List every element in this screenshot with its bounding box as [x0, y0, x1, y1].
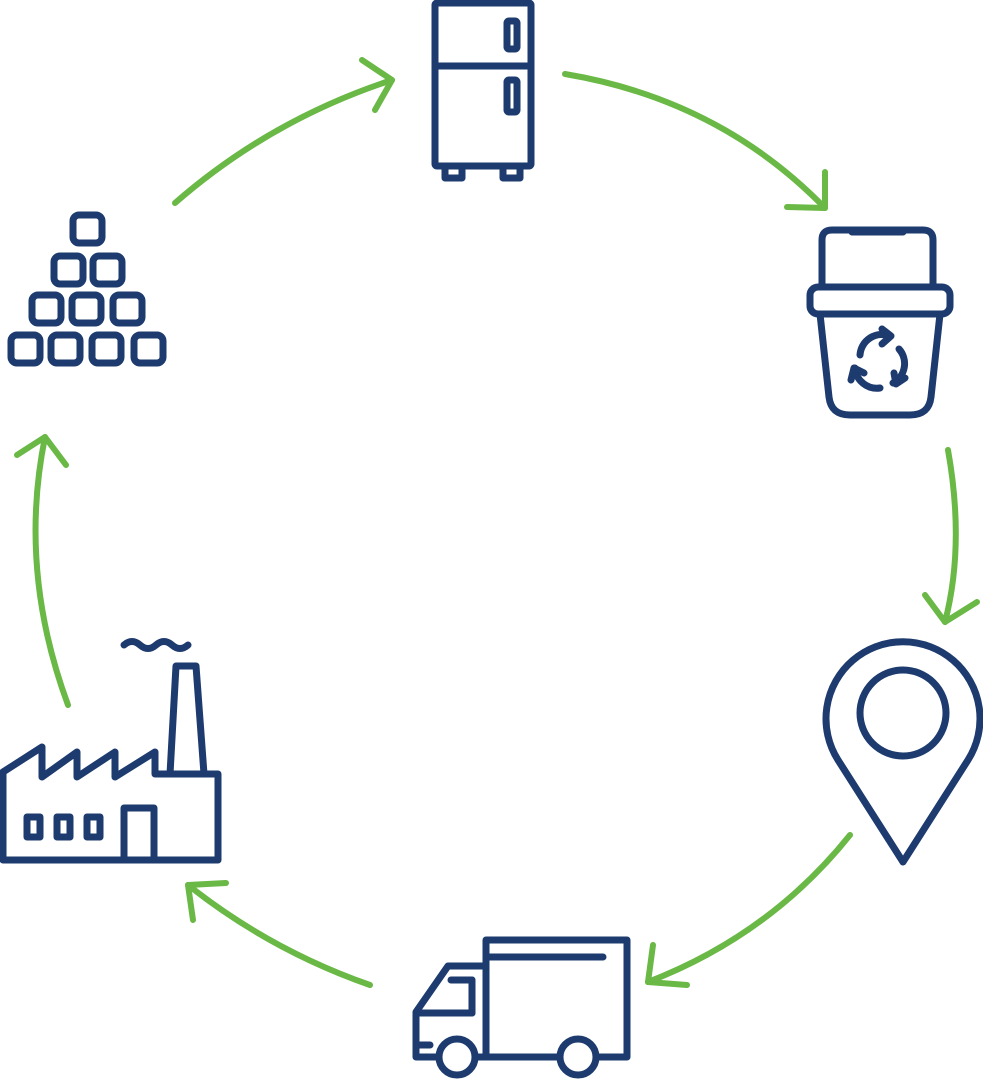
recycle-symbol-icon	[847, 325, 909, 392]
fridge-body	[431, 0, 535, 170]
arrow-pin-to-truck	[645, 832, 853, 988]
arrow-truck-to-factory	[185, 880, 373, 988]
fridge-foot-left	[441, 162, 466, 182]
factory-window-2	[53, 813, 74, 841]
stacked-materials-icon	[7, 211, 167, 367]
factory-door	[120, 804, 158, 864]
bale	[109, 291, 146, 327]
arrows	[14, 57, 980, 988]
bale	[50, 252, 87, 288]
front-wheel	[435, 1035, 479, 1079]
arrow-shaft	[32, 434, 71, 708]
arrow-factory-to-materials	[14, 434, 71, 708]
delivery-truck-icon	[412, 936, 631, 1079]
refrigerator-icon	[431, 0, 535, 182]
rear-wheel	[556, 1035, 600, 1079]
arrow-shaft	[942, 447, 959, 625]
factory-window-3	[83, 813, 104, 841]
arrowhead	[784, 169, 828, 211]
fridge-foot-right	[499, 162, 524, 182]
freezer-handle	[503, 17, 521, 53]
arrow-shaft	[562, 71, 828, 211]
fridge-handle	[503, 76, 521, 116]
factory-building	[0, 743, 222, 864]
bale	[28, 291, 65, 327]
recycle-bin-icon	[806, 226, 954, 419]
bin-body	[816, 310, 944, 419]
arrowhead	[922, 592, 980, 625]
factory-icon	[0, 638, 222, 864]
factory-wavy-smoke	[120, 638, 192, 652]
arrow-refrigerator-to-bin	[562, 71, 828, 211]
bale	[7, 331, 44, 367]
bale	[47, 331, 84, 367]
bale	[88, 331, 125, 367]
pin-hole	[856, 666, 950, 760]
factory-chimney	[166, 662, 208, 778]
arrowhead	[645, 942, 690, 988]
arrow-shaft	[185, 882, 373, 988]
pin-outline	[822, 638, 983, 866]
arrowhead	[359, 57, 395, 113]
arrow-materials-to-refrigerator	[172, 57, 395, 206]
arrow-shaft	[172, 77, 395, 206]
arrowhead	[185, 880, 229, 923]
factory-window-1	[23, 813, 44, 841]
location-pin-icon	[822, 638, 983, 866]
bin-rim	[806, 283, 954, 318]
arrow-bin-to-pin	[922, 447, 980, 625]
bin-lid-top	[818, 226, 937, 290]
arrowhead	[14, 434, 69, 468]
bale	[68, 291, 105, 327]
bale	[89, 252, 126, 288]
bale	[69, 211, 106, 247]
arrow-shaft	[645, 832, 853, 985]
bale	[130, 331, 167, 367]
